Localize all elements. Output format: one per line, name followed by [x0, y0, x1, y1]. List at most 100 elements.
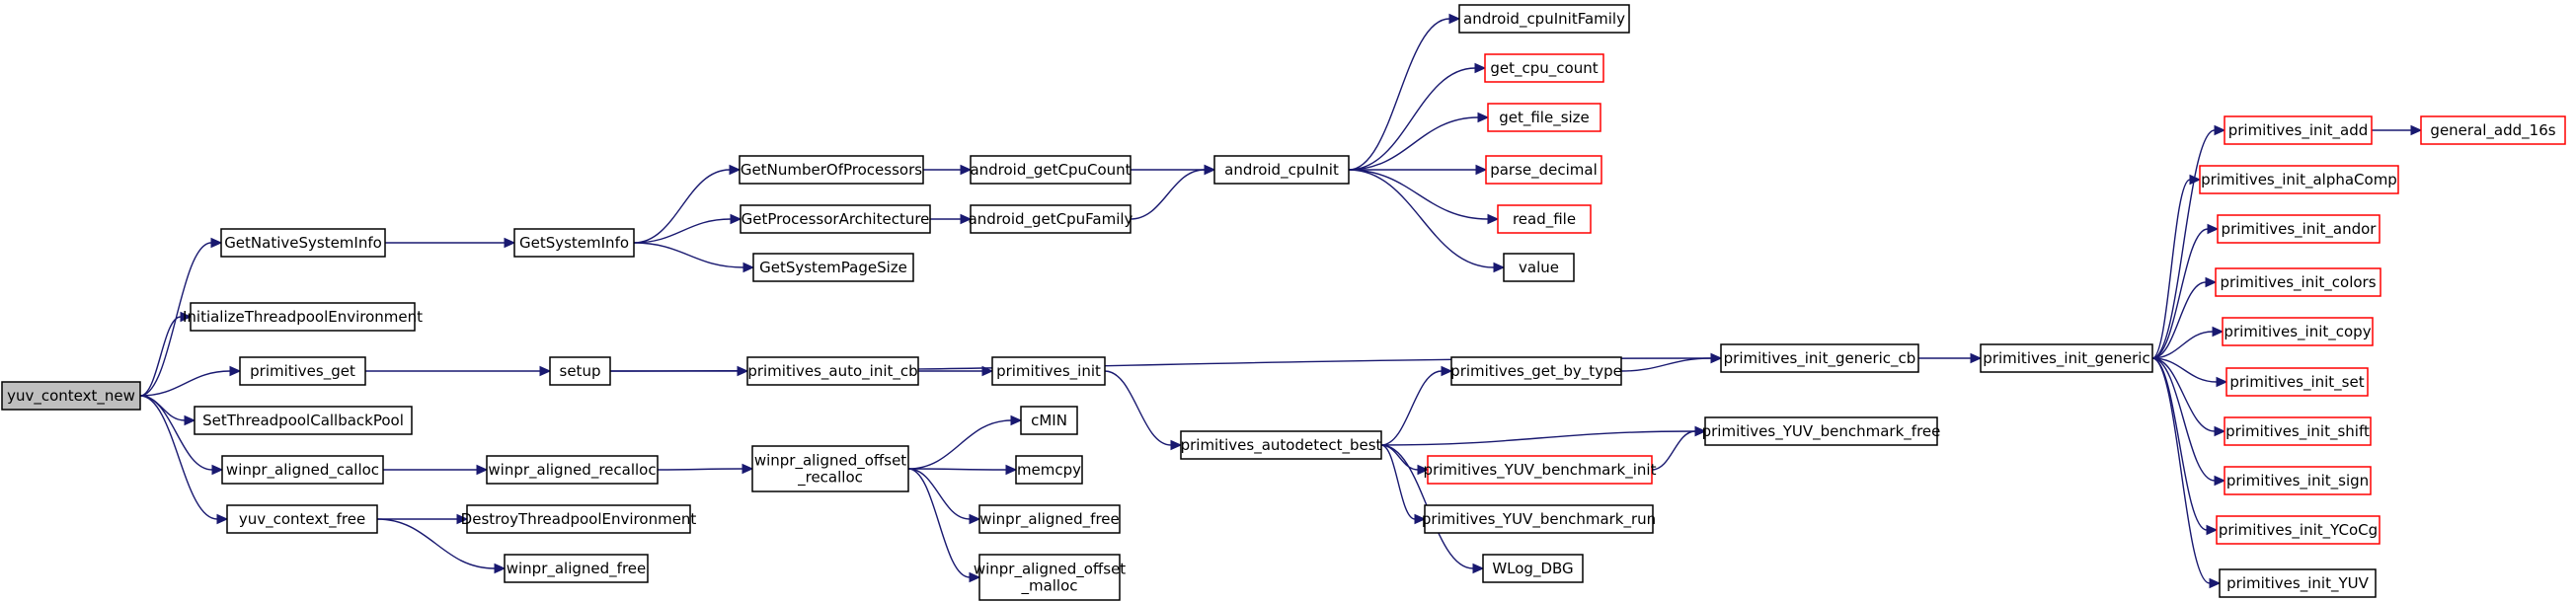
edge-android-cpuinit-to-read-file: [1348, 169, 1500, 225]
edge-line: [1130, 169, 1206, 220]
node-getnativesysteminfo[interactable]: GetNativeSystemInfo: [220, 228, 386, 258]
node-label: WLog_DBG: [1492, 560, 1573, 578]
node-box: [2216, 515, 2381, 545]
edge-winpr-aligned-offset-recalloc-to-cmin: [907, 414, 1023, 470]
node-primitives-init-generic[interactable]: primitives_init_generic: [1980, 343, 2153, 373]
node-android-cpuinit[interactable]: android_cpuInit: [1213, 155, 1350, 185]
edge-primitives-autodetect-best-to-primitives-yuv-benchmark-run: [1380, 444, 1427, 525]
node-box: [194, 406, 413, 435]
edge-line: [139, 316, 182, 397]
edge-line: [907, 468, 971, 520]
node-cmin[interactable]: cMIN: [1020, 406, 1078, 435]
node-primitives-init-shift[interactable]: primitives_init_shift: [2224, 416, 2372, 446]
node-box: [2420, 115, 2566, 145]
node-box: [1450, 356, 1622, 386]
node-destroythreadpoolenvironment[interactable]: DestroyThreadpoolEnvironment: [461, 504, 697, 534]
node-primitives-init-sign[interactable]: primitives_init_sign: [2224, 466, 2372, 495]
node-winpr-aligned-free-1[interactable]: winpr_aligned_free: [504, 554, 649, 583]
node-label: winpr_aligned_calloc: [226, 461, 379, 480]
node-box: [978, 504, 1121, 534]
node-box: [2224, 416, 2372, 446]
node-primitives-init-add[interactable]: primitives_init_add: [2224, 115, 2373, 145]
node-getsysteminfo[interactable]: GetSystemInfo: [513, 228, 635, 258]
node-primitives-init-set[interactable]: primitives_init_set: [2225, 367, 2369, 397]
arrowhead-icon: [2209, 577, 2222, 589]
node-box: [1020, 406, 1078, 435]
node-android-getcpucount[interactable]: android_getCpuCount: [970, 155, 1132, 185]
node-primitives-init[interactable]: primitives_init: [991, 356, 1106, 386]
node-box: [751, 445, 909, 492]
edge-line: [1348, 169, 1495, 268]
edge-line: [633, 169, 731, 244]
node-primitives-init-alphacomp[interactable]: primitives_init_alphaComp: [2199, 165, 2399, 194]
node-label: parse_decimal: [1490, 161, 1598, 180]
node-label: primitives_init: [996, 362, 1101, 381]
node-primitives-init-ycocg[interactable]: primitives_init_YCoCg: [2216, 515, 2381, 545]
arrowhead-icon: [2216, 376, 2228, 388]
node-parse-decimal[interactable]: parse_decimal: [1485, 155, 1602, 185]
node-wlog-dbg[interactable]: WLog_DBG: [1482, 554, 1584, 583]
node-winpr-aligned-recalloc[interactable]: winpr_aligned_recalloc: [486, 455, 659, 485]
node-android-getcpufamily[interactable]: android_getCpuFamily: [969, 204, 1133, 234]
node-setthreadpoolcallbackpool[interactable]: SetThreadpoolCallbackPool: [194, 406, 413, 435]
edge-yuv-context-free-to-destroythreadpoolenvironment: [377, 513, 469, 525]
arrowhead-icon: [2189, 174, 2202, 186]
edges-layer: [139, 13, 2423, 589]
node-android-cpuinitfamily[interactable]: android_cpuInitFamily: [1458, 4, 1630, 34]
node-getsystempagesize[interactable]: GetSystemPageSize: [752, 253, 914, 282]
node-primitives-init-andor[interactable]: primitives_init_andor: [2217, 214, 2381, 244]
node-winpr-aligned-free-2[interactable]: winpr_aligned_free: [978, 504, 1121, 534]
node-box: [486, 455, 659, 485]
node-primitives-yuv-benchmark-init[interactable]: primitives_YUV_benchmark_init: [1424, 455, 1657, 485]
node-memcpy[interactable]: memcpy: [1015, 455, 1083, 485]
node-yuv-context-new[interactable]: yuv_context_new: [1, 381, 141, 411]
node-primitives-auto-init-cb[interactable]: primitives_auto_init_cb: [746, 356, 919, 386]
edge-line: [139, 395, 213, 471]
edge-primitives-yuv-benchmark-init-to-primitives-yuv-benchmark-free: [1651, 425, 1707, 471]
node-value[interactable]: value: [1503, 253, 1575, 282]
edge-primitives-get-to-setup: [365, 365, 552, 377]
node-primitives-init-copy[interactable]: primitives_init_copy: [2222, 317, 2374, 346]
node-initializethreadpoolenvironment[interactable]: InitializeThreadpoolEnvironment: [183, 302, 423, 332]
node-setup[interactable]: setup: [549, 356, 611, 386]
arrowhead-icon: [211, 464, 224, 476]
node-box: [746, 356, 919, 386]
node-primitives-yuv-benchmark-run[interactable]: primitives_YUV_benchmark_run: [1422, 504, 1656, 534]
node-label: value: [1519, 259, 1559, 276]
edge-line: [2151, 357, 2218, 383]
edge-line: [1380, 370, 1443, 446]
node-get-cpu-count[interactable]: get_cpu_count: [1484, 53, 1604, 83]
node-box: [970, 155, 1132, 185]
node-box: [1213, 155, 1350, 185]
node-getprocessorarchitecture[interactable]: GetProcessorArchitecture: [740, 204, 931, 234]
node-primitives-get-by-type[interactable]: primitives_get_by_type: [1450, 356, 1622, 386]
arrowhead-icon: [2207, 223, 2220, 235]
node-general-add-16s[interactable]: general_add_16s: [2420, 115, 2566, 145]
node-primitives-init-generic-cb[interactable]: primitives_init_generic_cb: [1720, 343, 1919, 373]
node-winpr-aligned-offset-malloc[interactable]: winpr_aligned_offset_malloc: [974, 554, 1126, 601]
arrowhead-icon: [2410, 124, 2423, 136]
node-read-file[interactable]: read_file: [1497, 204, 1592, 234]
node-getnumberofprocessors[interactable]: GetNumberOfProcessors: [739, 155, 924, 185]
edge-android-cpuinit-to-get-cpu-count: [1348, 62, 1487, 171]
node-primitives-init-colors[interactable]: primitives_init_colors: [2215, 267, 2381, 297]
node-label: GetNativeSystemInfo: [224, 234, 382, 252]
edge-line: [2151, 357, 2216, 482]
node-primitives-init-yuv[interactable]: primitives_init_YUV: [2219, 568, 2377, 598]
node-primitives-yuv-benchmark-free[interactable]: primitives_YUV_benchmark_free: [1702, 416, 1941, 446]
node-box: [1503, 253, 1575, 282]
node-primitives-autodetect-best[interactable]: primitives_autodetect_best: [1180, 430, 1382, 460]
node-winpr-aligned-calloc[interactable]: winpr_aligned_calloc: [221, 455, 384, 485]
edge-android-cpuinit-to-get-file-size: [1348, 112, 1490, 171]
node-label: android_getCpuCount: [970, 161, 1131, 180]
node-primitives-get[interactable]: primitives_get: [239, 356, 366, 386]
node-label: android_getCpuFamily: [969, 210, 1133, 229]
node-box: [1427, 455, 1653, 485]
arrowhead-icon: [730, 213, 742, 225]
node-yuv-context-free[interactable]: yuv_context_free: [226, 504, 378, 534]
edge-line: [1348, 169, 1489, 220]
node-get-file-size[interactable]: get_file_size: [1487, 103, 1601, 132]
node-label: primitives_init_colors: [2220, 273, 2376, 292]
node-winpr-aligned-offset-recalloc[interactable]: winpr_aligned_offset_recalloc: [751, 445, 909, 492]
edge-line: [633, 242, 744, 268]
